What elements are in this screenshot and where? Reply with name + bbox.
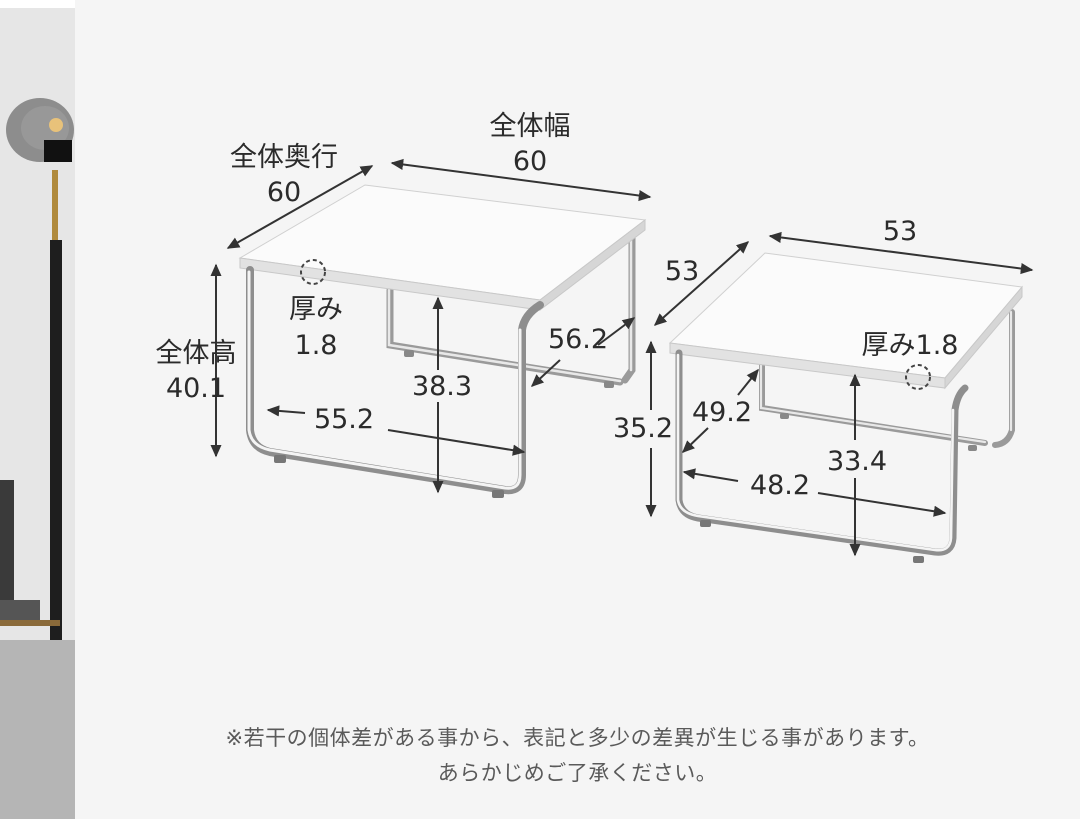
small-inner-height: 33.4: [827, 446, 887, 477]
small-thickness-text: 厚み1.8: [862, 330, 959, 361]
large-thickness-value: 1.8: [295, 330, 338, 361]
large-height-value: 40.1: [166, 373, 226, 404]
small-width-value: 53: [883, 216, 917, 247]
large-table-thickness-marker: [300, 259, 326, 285]
table-dimension-diagram: 全体幅 60 全体奥行 60 全体高 40.1 厚み 1.8 38.3 56.2…: [156, 111, 1034, 563]
small-table: [668, 252, 1023, 563]
large-table-dimension-lines: [210, 158, 652, 494]
small-inner-width: 48.2: [750, 470, 810, 501]
small-inner-depth: 49.2: [692, 397, 752, 428]
small-depth-value: 53: [665, 256, 699, 287]
large-height-label: 全体高: [156, 338, 237, 369]
small-table-labels: 53 53 35.2 厚み1.8 33.4 49.2 48.2: [613, 216, 959, 501]
small-table-thickness-marker: [905, 364, 931, 390]
large-inner-width: 55.2: [314, 404, 374, 435]
large-depth-label: 全体奥行: [230, 142, 338, 173]
disclaimer-note-line2: あらかじめご了承ください。: [437, 761, 718, 785]
large-width-label: 全体幅: [490, 111, 571, 142]
small-height-value: 35.2: [613, 413, 673, 444]
small-table-dimension-lines: [645, 231, 1034, 557]
room-photo-image: [0, 0, 75, 819]
large-thickness-label: 厚み: [289, 294, 343, 325]
large-depth-value: 60: [267, 177, 301, 208]
large-inner-depth: 56.2: [548, 324, 608, 355]
room-photo-strip: [0, 0, 75, 819]
disclaimer-note-line1: ※若干の個体差がある事から、表記と多少の差異が生じる事があります。: [225, 726, 930, 750]
large-width-value: 60: [513, 146, 547, 177]
large-inner-height: 38.3: [412, 371, 472, 402]
large-table-labels: 全体幅 60 全体奥行 60 全体高 40.1 厚み 1.8 38.3 56.2…: [156, 111, 609, 435]
